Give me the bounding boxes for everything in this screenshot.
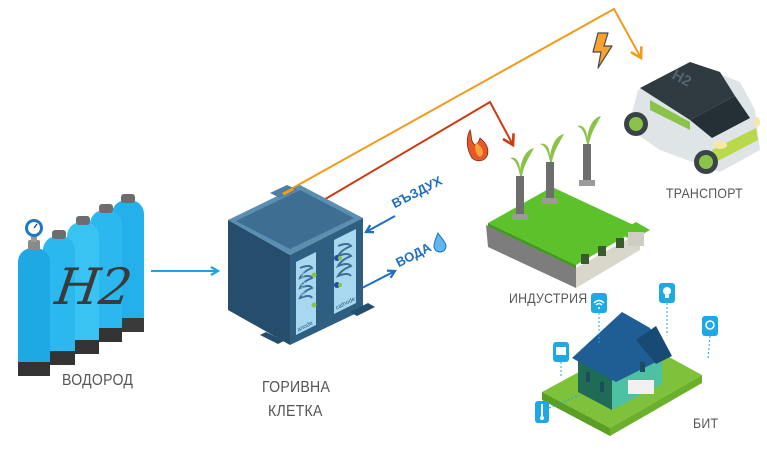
heat-line: [321, 100, 513, 202]
lightning-icon: [592, 32, 613, 69]
fuel-cell-label-line1: ГОРИВНА: [262, 379, 331, 396]
pressure-gauge-icon: [25, 219, 43, 242]
home-label: БИТ: [693, 415, 719, 431]
tank: [43, 230, 75, 365]
anode-panel: [296, 252, 317, 335]
chimney: [577, 116, 601, 186]
chimney: [510, 148, 534, 220]
tv-icon: [553, 342, 569, 377]
smart-meter-icon: [702, 316, 718, 359]
chimney: [540, 134, 564, 204]
water-arrow: [361, 271, 395, 289]
transport-label: ТРАНСПОРТ: [666, 185, 743, 201]
thermometer-icon: [535, 394, 581, 423]
tank: [18, 240, 50, 376]
wifi-icon: [591, 293, 607, 345]
air-arrow: [366, 215, 396, 232]
flame-icon: [466, 129, 489, 162]
hydrogen-label: ВОДОРОД: [62, 372, 134, 389]
fuel-cell-label-line2: КЛЕТКА: [268, 403, 323, 420]
lightbulb-icon: [659, 283, 675, 335]
cathode-panel: [334, 229, 356, 314]
electricity-line: [281, 7, 641, 195]
industry-label: ИНДУСТРИЯ: [509, 290, 588, 306]
